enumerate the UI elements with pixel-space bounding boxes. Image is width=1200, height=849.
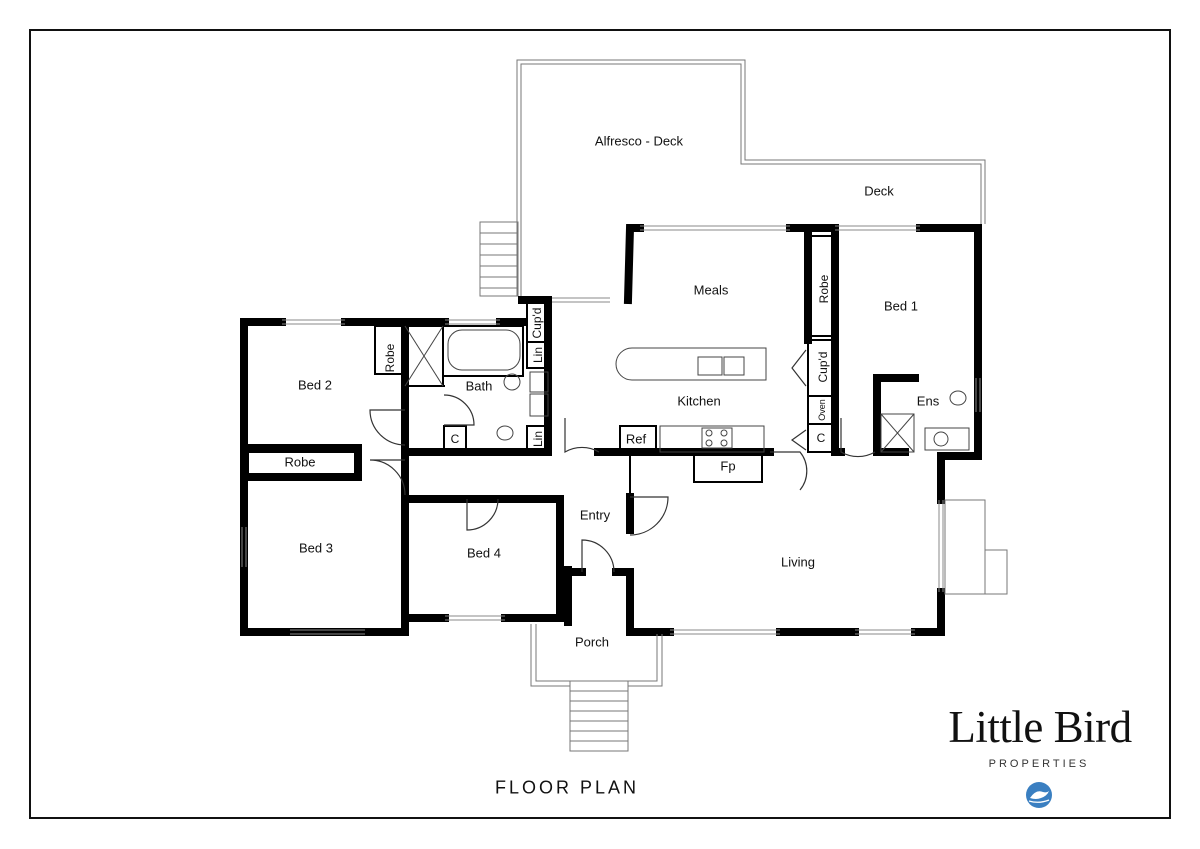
label-bed1: Bed 1	[884, 298, 918, 314]
floor-plan-title: FLOOR PLAN	[494, 777, 640, 798]
living-bay	[944, 499, 1008, 595]
label-c-hall: C	[450, 432, 460, 446]
bird-icon	[1026, 782, 1052, 808]
label-bath: Bath	[465, 378, 493, 394]
label-lin-top: Lin	[531, 346, 545, 364]
label-bed1-robe: Robe	[817, 274, 831, 304]
kitchen-fixtures	[404, 325, 970, 453]
label-kitchen: Kitchen	[677, 393, 721, 409]
label-living: Living	[781, 554, 815, 570]
label-bed4: Bed 4	[467, 545, 501, 561]
page-frame	[29, 29, 1171, 819]
label-bed1-cupd: Cup'd	[816, 351, 830, 383]
label-ref: Ref	[625, 431, 647, 447]
porch-outline	[530, 624, 663, 752]
internal-partitions	[247, 235, 836, 497]
label-lin-bottom: Lin	[531, 430, 545, 448]
label-bed3-robe: Robe	[284, 454, 316, 470]
brand-subtitle: PROPERTIES	[988, 758, 1090, 770]
label-deck: Deck	[864, 183, 894, 199]
label-alfresco-deck: Alfresco - Deck	[594, 133, 684, 149]
exterior-walls	[240, 224, 982, 636]
door-swings	[369, 349, 876, 573]
label-meals: Meals	[693, 282, 729, 298]
label-entry: Entry	[579, 507, 611, 523]
label-oven: Oven	[817, 399, 827, 421]
label-fp: Fp	[720, 458, 736, 474]
label-bed2: Bed 2	[298, 377, 332, 393]
label-cupd-bath: Cup'd	[530, 307, 544, 339]
label-bed2-robe: Robe	[383, 343, 397, 373]
label-porch: Porch	[575, 634, 609, 650]
label-c-kitchen: C	[816, 431, 826, 445]
label-ens: Ens	[916, 393, 940, 409]
deck-steps	[479, 221, 519, 297]
windows	[241, 225, 981, 635]
brand-name: Little Bird	[948, 702, 1132, 752]
label-bed3: Bed 3	[299, 540, 333, 556]
deck-outline	[516, 59, 986, 296]
